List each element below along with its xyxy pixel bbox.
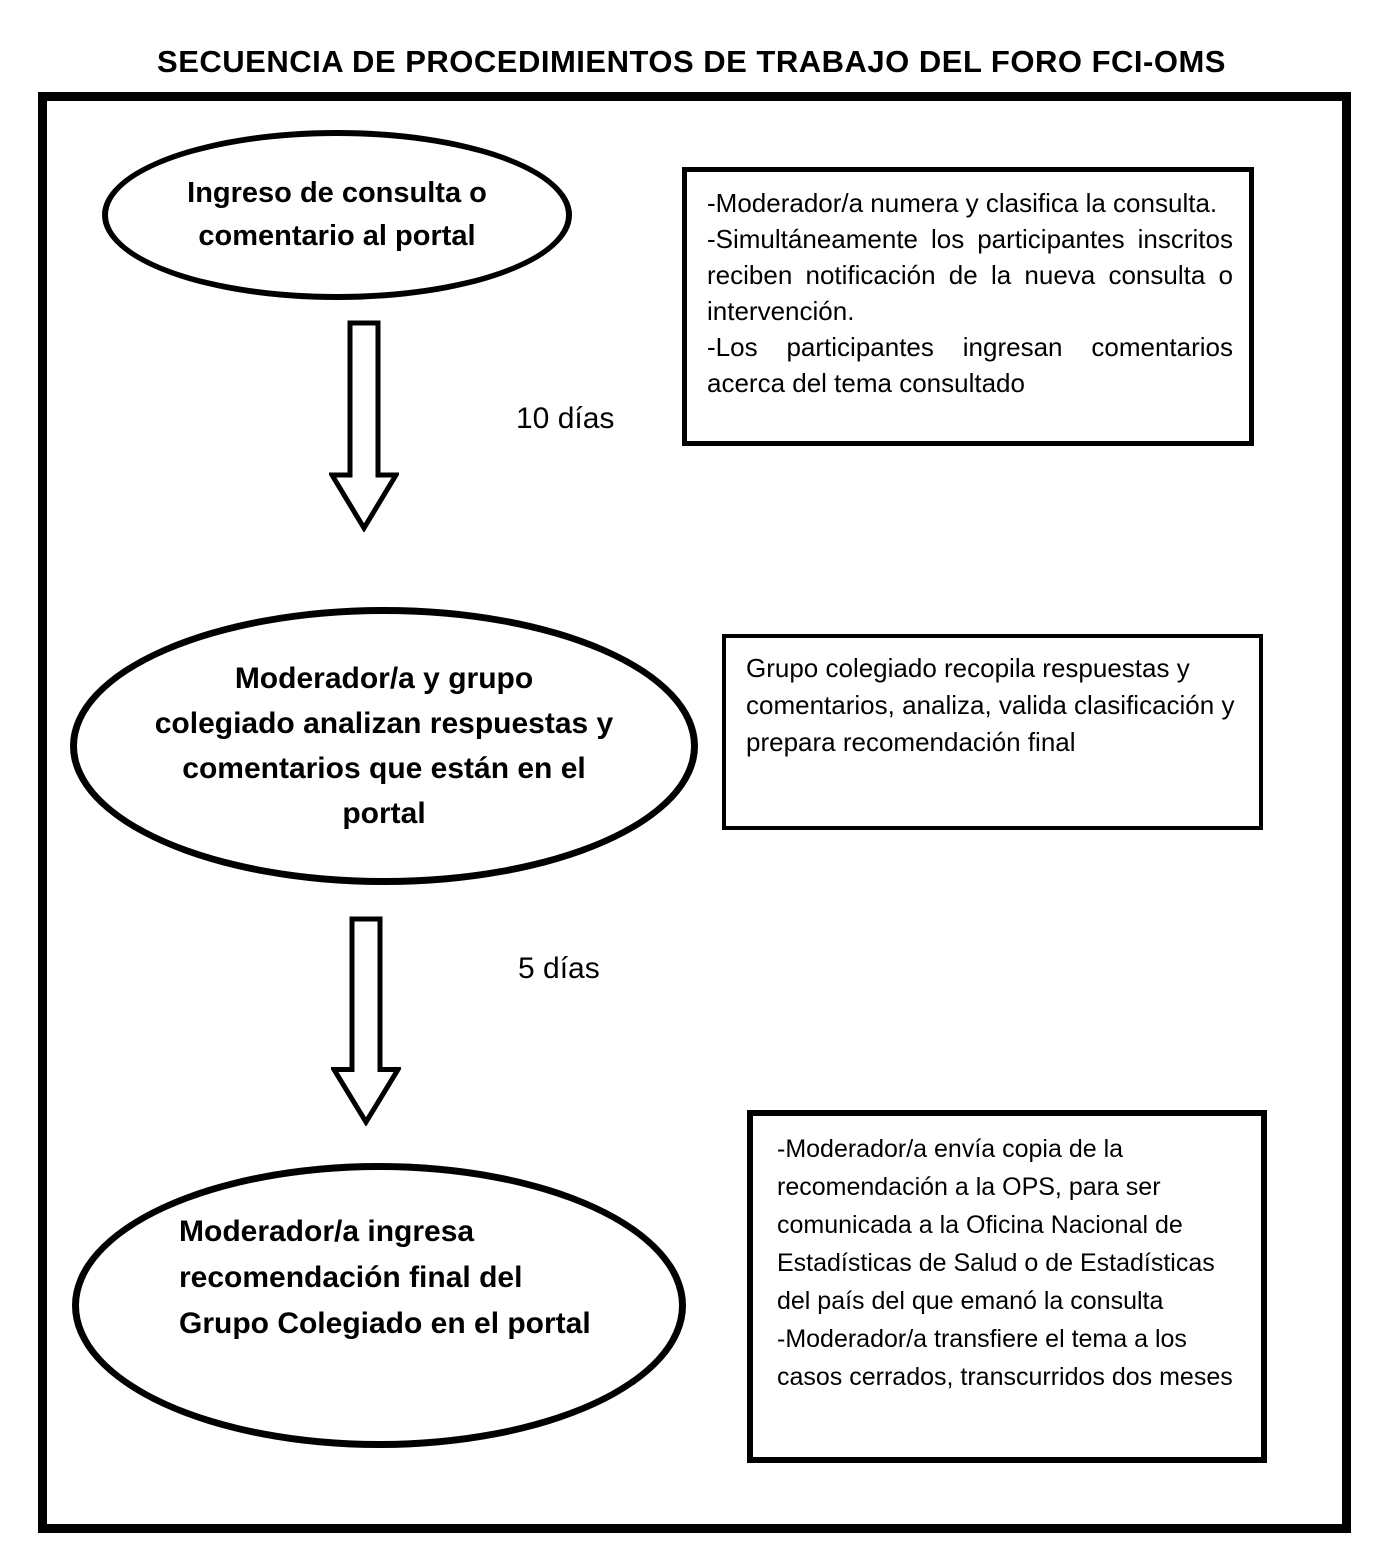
step2-ellipse-line: colegiado analizan respuestas y [154,707,614,740]
step3-note-paragraph: -Moderador/a transfiere el tema a los ca… [777,1325,1233,1391]
step3-ellipse-line: Grupo Colegiado en el portal [179,1307,591,1340]
step1-note-paragraph: -Los participantes ingresan comentarios … [707,332,1233,398]
step2-ellipse-line: comentarios que están en el [182,752,586,785]
step1-ellipse-line: Ingreso de consulta o [187,177,487,209]
step1-note-paragraph: -Simultáneamente los participantes inscr… [707,224,1233,326]
arrow2-duration-label: 5 días [518,952,600,985]
step1-note-box: -Moderador/a numera y clasifica la consu… [682,167,1254,446]
step2-ellipse-line: portal [342,797,426,830]
step2-note-paragraph: Grupo colegiado recopila respuestas y co… [746,653,1235,757]
step2-ellipse-line: Moderador/a y grupo [234,662,534,695]
step3-note-box: -Moderador/a envía copia de la recomenda… [747,1110,1267,1463]
step3-ellipse-line: Moderador/a ingresa [179,1215,475,1248]
step2-note-box: Grupo colegiado recopila respuestas y co… [722,634,1263,830]
step3-ellipse-line: recomendación final del [179,1261,523,1294]
down-arrow-icon [329,320,399,532]
arrow1-duration-label: 10 días [516,402,615,435]
step1-ellipse: Ingreso de consulta o comentario al port… [102,130,572,300]
step3-ellipse: Moderador/a ingresa recomendación final … [72,1163,686,1448]
diagram-title: SECUENCIA DE PROCEDIMIENTOS DE TRABAJO D… [157,44,1226,79]
step1-ellipse-line: comentario al portal [198,220,476,252]
step3-note-paragraph: -Moderador/a envía copia de la recomenda… [777,1135,1215,1315]
step1-note-paragraph: -Moderador/a numera y clasifica la consu… [707,188,1218,218]
down-arrow-icon [331,916,401,1126]
step2-ellipse: Moderador/a y grupo colegiado analizan r… [70,607,698,885]
